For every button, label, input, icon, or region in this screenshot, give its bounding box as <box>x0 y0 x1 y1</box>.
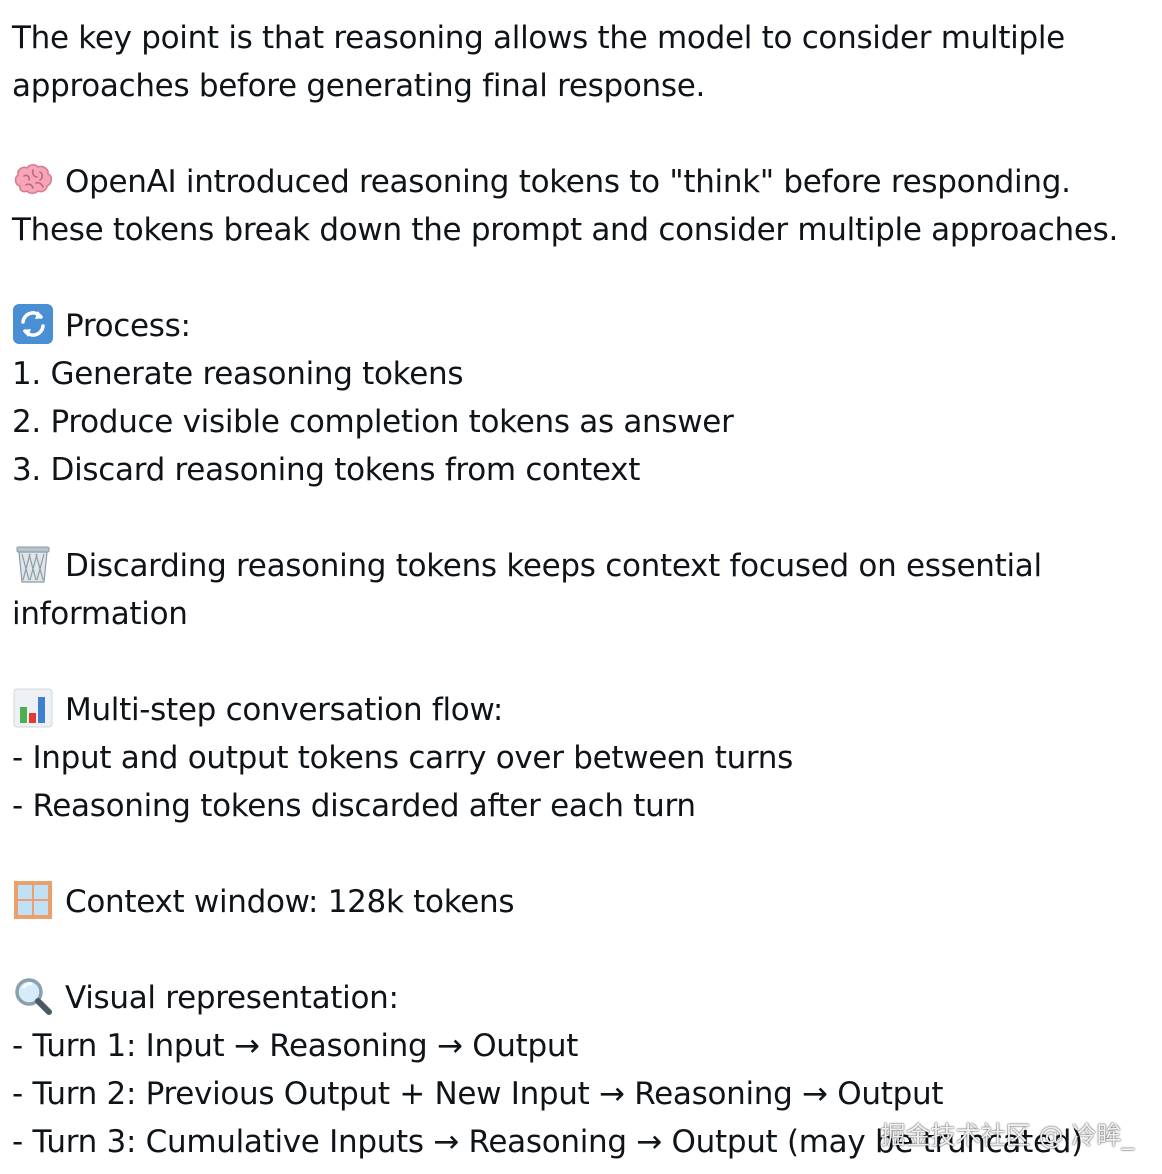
flow-item-2: - Reasoning tokens discarded after each … <box>12 788 696 824</box>
visual-turn-2: - Turn 2: Previous Output + New Input → … <box>12 1076 944 1112</box>
magnifier-icon <box>12 975 54 1017</box>
visual-heading: Visual representation: <box>65 980 399 1016</box>
process-step-1: 1. Generate reasoning tokens <box>12 356 464 392</box>
visual-turn-3: - Turn 3: Cumulative Inputs → Reasoning … <box>12 1124 1083 1160</box>
process-step-2: 2. Produce visible completion tokens as … <box>12 404 734 440</box>
brain-section-text-1: OpenAI introduced reasoning tokens to "t… <box>65 164 1071 200</box>
brain-icon <box>12 159 54 201</box>
brain-section-line-1: OpenAI introduced reasoning tokens to "t… <box>12 158 1157 206</box>
process-step-3: 3. Discard reasoning tokens from context <box>12 452 641 488</box>
flow-heading: Multi-step conversation flow: <box>65 692 503 728</box>
intro-line-2: approaches before generating final respo… <box>12 68 706 104</box>
bar-chart-icon <box>12 687 54 729</box>
context-text: Context window: 128k tokens <box>65 884 515 920</box>
window-icon <box>12 879 54 921</box>
blank-line <box>12 926 1157 974</box>
process-heading: Process: <box>65 308 191 344</box>
discard-text-1: Discarding reasoning tokens keeps contex… <box>65 548 1042 584</box>
blank-line <box>12 638 1157 686</box>
watermark: 掘金技术社区 @ 冷眸_ <box>880 1121 1134 1150</box>
visual-turn-1: - Turn 1: Input → Reasoning → Output <box>12 1028 579 1064</box>
context-line: Context window: 128k tokens <box>12 878 1157 926</box>
flow-heading-line: Multi-step conversation flow: <box>12 686 1157 734</box>
discard-line-2: information <box>12 596 188 632</box>
blank-line <box>12 830 1157 878</box>
visual-heading-line: Visual representation: <box>12 974 1157 1022</box>
flow-item-1: - Input and output tokens carry over bet… <box>12 740 794 776</box>
blank-line <box>12 110 1157 158</box>
refresh-icon <box>12 303 54 345</box>
brain-section-line-2: These tokens break down the prompt and c… <box>12 212 1118 248</box>
post-body: The key point is that reasoning allows t… <box>12 14 1157 1166</box>
discard-line-1: Discarding reasoning tokens keeps contex… <box>12 542 1157 590</box>
process-heading-line: Process: <box>12 302 1157 350</box>
intro-line-1: The key point is that reasoning allows t… <box>12 20 1065 56</box>
blank-line <box>12 254 1157 302</box>
wastebasket-icon <box>12 543 54 585</box>
blank-line <box>12 494 1157 542</box>
